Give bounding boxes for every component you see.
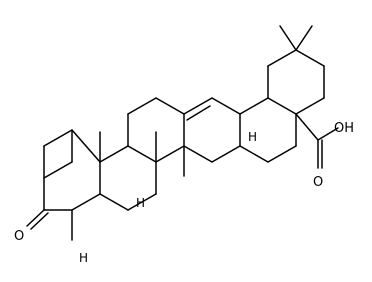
stereo-h-label: H: [136, 196, 145, 210]
bond-skeleton: [26, 25, 339, 241]
ketone-oxygen-label: O: [14, 229, 24, 244]
stereo-h-label: H: [79, 251, 88, 265]
carbonyl-oxygen-label: O: [313, 175, 323, 190]
hydroxyl-label: OH: [334, 121, 354, 136]
stereo-h-label: H: [248, 130, 257, 144]
atom-labels: O OH O H H H: [14, 121, 354, 265]
